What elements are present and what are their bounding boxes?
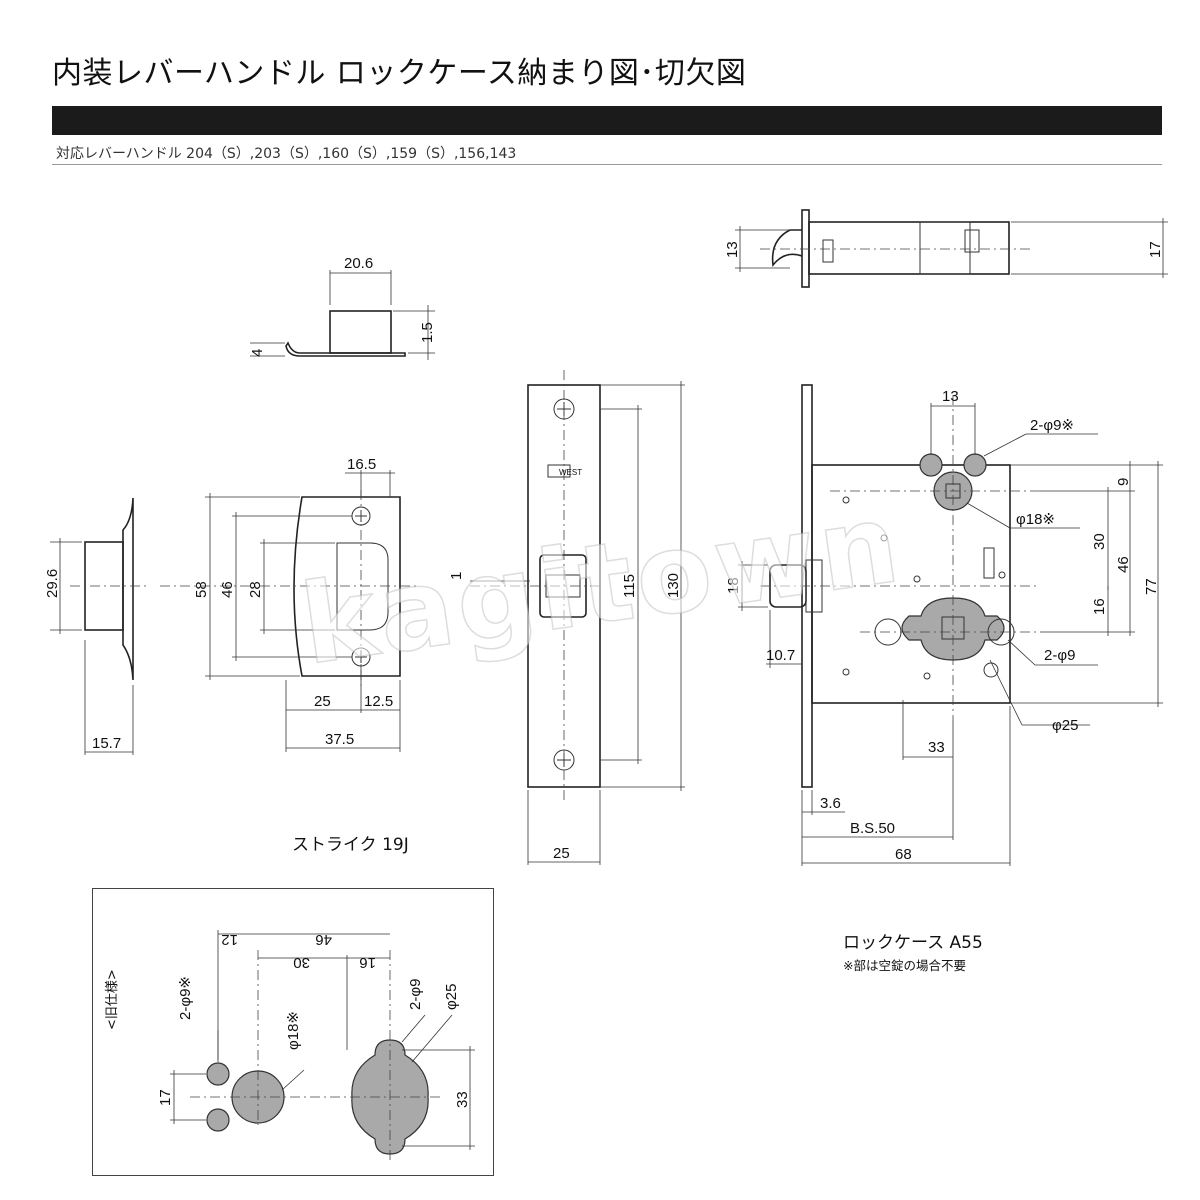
dim-old-holes-x: 2-φ9※ — [177, 976, 194, 1020]
dim-old-holes: 2-φ9 — [407, 979, 424, 1010]
dim-lockcase-13: 13 — [942, 388, 959, 405]
dim-lockcase-top-17: 17 — [1147, 241, 1164, 258]
divider-line — [52, 164, 1162, 165]
dim-lockcase-46: 46 — [1115, 556, 1132, 573]
dim-lockcase-16: 16 — [1091, 598, 1108, 615]
lockcase-note: ※部は空錠の場合不要 — [843, 958, 966, 973]
dim-lockcase-9: 9 — [1115, 478, 1132, 486]
lockcase-top-view — [735, 209, 1168, 288]
dim-faceplate-130: 130 — [665, 573, 682, 598]
page-title: 内装レバーハンドル ロックケース納まり図･切欠図 — [52, 56, 747, 91]
dim-backset: B.S.50 — [850, 820, 895, 837]
faceplate-view — [470, 370, 685, 865]
dim-strike-side-height: 29.6 — [44, 569, 61, 598]
dim-lockcase-30: 30 — [1091, 533, 1108, 550]
dim-lockcase-top-13: 13 — [724, 241, 741, 258]
dim-strike-top-height: 1.5 — [419, 322, 436, 343]
dim-faceplate-width: 25 — [553, 845, 570, 862]
dim-old-46: 46 — [315, 931, 332, 948]
dim-faceplate-offset: 1 — [448, 572, 465, 580]
dim-cylinder-dia: φ18※ — [1016, 511, 1055, 528]
dim-strike-25: 25 — [314, 693, 331, 710]
dim-strike-side-depth: 15.7 — [92, 735, 121, 752]
header-bar — [52, 106, 1162, 135]
dim-lockcase-77: 77 — [1143, 578, 1160, 595]
old-spec-label: <旧仕様> — [105, 969, 120, 1030]
dim-cylinder-holes: 2-φ9※ — [1030, 417, 1074, 434]
west-logo: WEST — [559, 468, 582, 477]
strike-caption: ストライク 19J — [292, 835, 409, 855]
dim-strike-12-5: 12.5 — [364, 693, 393, 710]
strike-top-view — [250, 270, 435, 360]
dim-strike-37-5: 37.5 — [325, 731, 354, 748]
dim-strike-top-width: 20.6 — [344, 255, 373, 272]
dim-old-dia25: φ25 — [443, 984, 460, 1010]
dim-strike-top-thickness: 4 — [249, 349, 266, 357]
dim-strike-46: 46 — [219, 581, 236, 598]
dim-old-17: 17 — [157, 1089, 174, 1106]
dim-latch-18: 18 — [725, 577, 742, 594]
dim-latch-10-7: 10.7 — [766, 647, 795, 664]
dim-lockcase-68: 68 — [895, 846, 912, 863]
lockcase-front-view — [738, 384, 1163, 866]
dim-faceplate-115: 115 — [621, 574, 638, 598]
old-spec-frame — [92, 888, 494, 1176]
lockcase-caption: ロックケース A55 — [843, 933, 983, 953]
dim-strike-top-width-16-5: 16.5 — [347, 456, 376, 473]
dim-lockcase-33: 33 — [928, 739, 945, 756]
compatible-handles-text: 対応レバーハンドル 204（S）,203（S）,160（S）,159（S）,15… — [56, 146, 517, 162]
dim-old-16: 16 — [359, 954, 376, 971]
dim-old-33: 33 — [454, 1091, 471, 1108]
dim-strike-58: 58 — [193, 581, 210, 598]
dim-lever-dia: φ25 — [1052, 717, 1078, 734]
dim-lockcase-3-6: 3.6 — [820, 795, 841, 812]
dim-old-dia18: φ18※ — [285, 1011, 302, 1050]
dim-strike-28: 28 — [247, 581, 264, 598]
dim-old-12: 12 — [221, 931, 238, 948]
dim-old-30: 30 — [293, 954, 310, 971]
old-spec-detail — [170, 930, 475, 1160]
strike-side-view — [50, 497, 150, 755]
strike-front-view — [160, 470, 420, 752]
dim-lever-holes: 2-φ9 — [1044, 647, 1075, 664]
